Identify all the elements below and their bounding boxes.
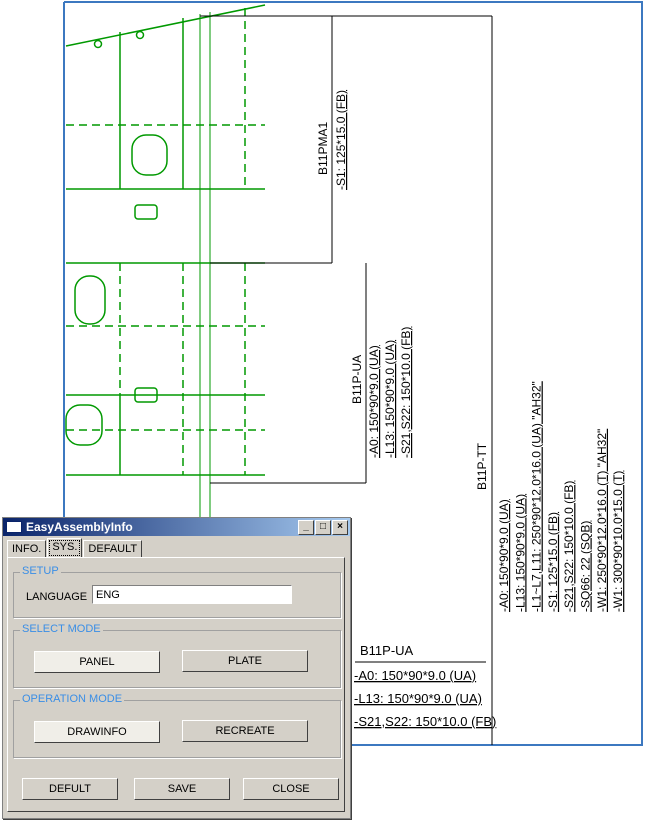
language-input[interactable] [92, 585, 292, 604]
operation-mode-group: OPERATION MODE DRAWINFO RECREATE [13, 693, 341, 758]
b11ptt-item: -L1~L7,L11: 250*90*12.0*16.0 (UA) "AH32" [530, 381, 544, 612]
b11pua-item: -L13: 150*90*9.0 (UA) [383, 340, 397, 458]
b11ptt-item: -W1: 250*90*12.0*16.0 (T) "AH32" [595, 429, 609, 612]
plate-button[interactable]: PLATE [182, 650, 308, 672]
cad-geometry [65, 4, 266, 517]
select-mode-legend: SELECT MODE [20, 623, 103, 635]
select-mode-group: SELECT MODE PANEL PLATE [13, 623, 341, 688]
easyassemblyinfo-dialog: EasyAssemblyInfo _ □ × INFO. SYS. DEFAUL… [2, 517, 351, 819]
b11ptt-item: -L13: 150*90*9.0 (UA) [513, 494, 527, 612]
dialog-title: EasyAssemblyInfo [26, 520, 133, 534]
tab-sys[interactable]: SYS. [47, 538, 83, 558]
table-header: B11P-UA [360, 643, 414, 658]
table-row: -S21,S22: 150*10.0 (FB) [354, 714, 496, 729]
close-icon[interactable]: × [332, 519, 348, 535]
setup-legend: SETUP [20, 565, 61, 577]
table-row: -L13: 150*90*9.0 (UA) [354, 691, 482, 706]
b11ptt-item: -SQ66: 22 (SQB) [579, 521, 593, 612]
label-b11pma1: B11PMA1 [316, 122, 330, 175]
maximize-icon[interactable]: □ [315, 519, 331, 535]
save-button[interactable]: SAVE [134, 778, 230, 800]
label-b11pma1-item: -S1: 125*15.0 (FB) [334, 90, 348, 190]
b11ptt-item: -A0: 150*90*9.0 (UA) [497, 499, 511, 612]
tab-info[interactable]: INFO. [7, 540, 47, 558]
app-icon [6, 521, 22, 533]
b11ptt-item: -W1: 300*90*10.0*15.0 (T) [611, 471, 625, 612]
drawing-frame [63, 1, 643, 746]
recreate-button[interactable]: RECREATE [182, 720, 308, 742]
table-row: -A0: 150*90*9.0 (UA) [354, 668, 476, 683]
label-b11pua: B11P-UA [350, 355, 364, 404]
label-b11ptt: B11P-TT [475, 442, 489, 490]
close-button[interactable]: CLOSE [243, 778, 339, 800]
language-label: LANGUAGE [26, 591, 88, 603]
b11ptt-item: -S1: 125*15.0 (FB) [546, 512, 560, 612]
tab-default[interactable]: DEFAULT [83, 540, 143, 558]
b11pua-item: -S21,S22: 150*10.0 (FB) [399, 327, 413, 458]
dimension-lines [200, 15, 493, 745]
setup-group: SETUP LANGUAGE [13, 565, 341, 618]
b11ptt-item: -S21,S22: 150*10.0 (FB) [562, 481, 576, 612]
tab-panel: SETUP LANGUAGE SELECT MODE PANEL PLATE O… [7, 557, 345, 812]
panel-button[interactable]: PANEL [34, 651, 160, 673]
default-button[interactable]: DEFULT [22, 778, 118, 800]
title-bar[interactable]: EasyAssemblyInfo _ □ × [3, 518, 350, 536]
drawinfo-button[interactable]: DRAWINFO [34, 721, 160, 743]
operation-mode-legend: OPERATION MODE [20, 693, 125, 705]
b11pua-item: -A0: 150*90*9.0 (UA) [367, 345, 381, 458]
minimize-icon[interactable]: _ [298, 519, 314, 535]
